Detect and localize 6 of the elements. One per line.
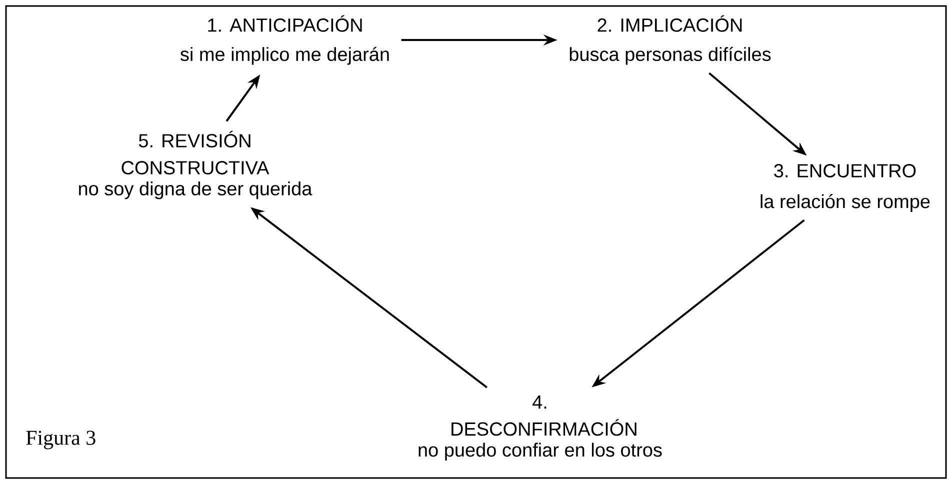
cycle-step-text: 3. ENCUENTRO la relación se rompe	[760, 164, 930, 212]
cycle-step-text: 1. ANTICIPACIÓN si me implico me dejarán	[180, 15, 389, 65]
cycle-step-text: 2. IMPLICACIÓN busca personas difíciles	[570, 15, 771, 65]
figure-label: Figura 3	[26, 430, 96, 450]
cycle-step-text: 5. REVISIÓN CONSTRUCTIVA no soy digna de ser querida	[79, 130, 312, 200]
cycle-step-text: 4. DESCONFIRMACIÓN no puedo confiar en los otros	[418, 396, 662, 460]
